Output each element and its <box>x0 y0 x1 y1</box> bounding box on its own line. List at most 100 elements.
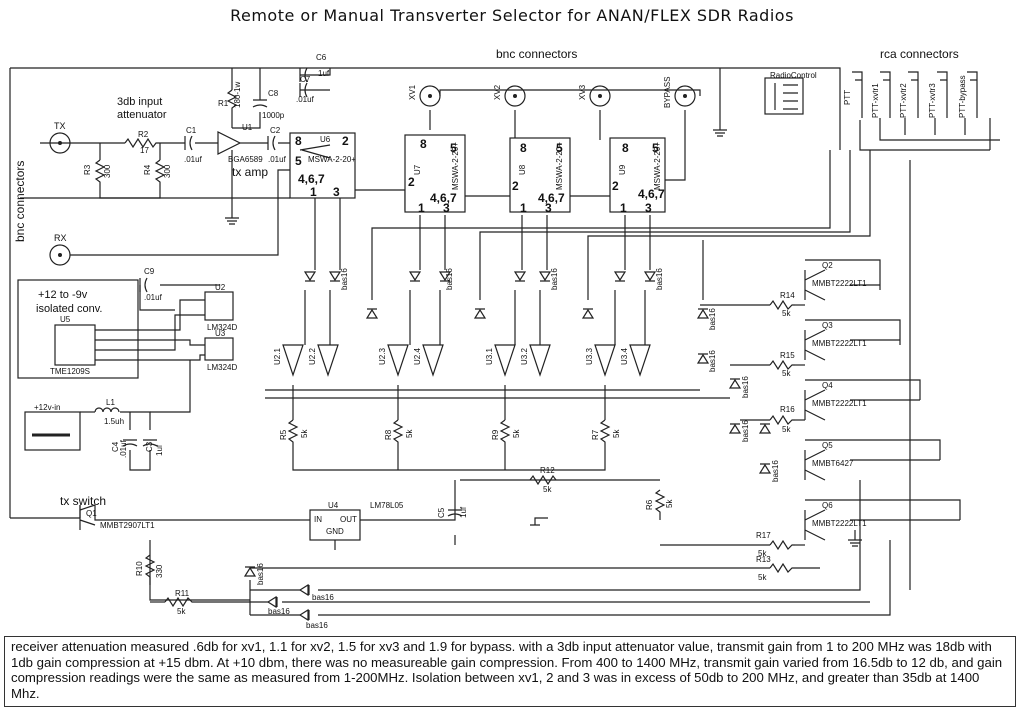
svg-text:TME1209S: TME1209S <box>50 367 90 376</box>
svg-text:3: 3 <box>333 185 340 199</box>
svg-text:5k: 5k <box>782 309 791 318</box>
opamp-supply-u3 <box>204 337 234 361</box>
svg-text:8: 8 <box>622 141 629 155</box>
svg-text:PTT-xvtr2: PTT-xvtr2 <box>899 83 908 118</box>
svg-text:MMBT2907LT1: MMBT2907LT1 <box>100 521 155 530</box>
svg-text:Q6: Q6 <box>822 501 833 510</box>
svg-text:R15: R15 <box>780 351 795 360</box>
svg-text:tx switch: tx switch <box>60 494 106 508</box>
page-title: Remote or Manual Transverter Selector fo… <box>230 6 794 25</box>
svg-text:MSWA-2-20+: MSWA-2-20+ <box>555 142 564 190</box>
svg-text:PTT-bypass: PTT-bypass <box>958 75 967 118</box>
svg-text:U9: U9 <box>618 164 627 175</box>
inductor-l1 <box>94 407 120 413</box>
svg-text:isolated conv.: isolated conv. <box>36 303 102 315</box>
svg-text:LM324D: LM324D <box>207 363 237 372</box>
svg-text:8: 8 <box>520 141 527 155</box>
bnc-xv1: XV1 <box>408 84 441 107</box>
schematic-diagram: TX RX XV1 XV2 XV3 BYPASS <box>9 47 1000 630</box>
relay-u8 <box>509 137 571 213</box>
svg-text:U2.3: U2.3 <box>378 348 387 365</box>
svg-text:BGA6589: BGA6589 <box>228 155 263 164</box>
svg-text:3: 3 <box>645 201 652 215</box>
svg-text:4,6,7: 4,6,7 <box>538 191 565 205</box>
svg-text:bnc connectors: bnc connectors <box>496 47 577 61</box>
svg-text:bas16: bas16 <box>306 621 328 630</box>
svg-text:XV2: XV2 <box>493 84 502 100</box>
svg-text:Q5: Q5 <box>822 441 833 450</box>
power-jack <box>24 411 81 451</box>
svg-text:C9: C9 <box>144 267 155 276</box>
svg-text:4,6,7: 4,6,7 <box>298 172 325 186</box>
svg-text:1000p: 1000p <box>262 111 285 120</box>
ground-icon <box>225 129 862 547</box>
svg-text:5k: 5k <box>512 429 521 438</box>
svg-text:C2: C2 <box>270 126 281 135</box>
relay-u6 <box>289 132 356 199</box>
opamp-supply-u2 <box>204 291 234 321</box>
svg-text:R2: R2 <box>138 130 149 139</box>
svg-text:bas16: bas16 <box>256 563 265 585</box>
svg-text:LM324D: LM324D <box>207 323 237 332</box>
svg-text:R3: R3 <box>83 164 92 175</box>
svg-text:C5: C5 <box>437 507 446 518</box>
svg-text:R5: R5 <box>279 429 288 440</box>
svg-text:R7: R7 <box>591 429 600 440</box>
svg-text:U2.1: U2.1 <box>273 348 282 365</box>
svg-text:1uf: 1uf <box>155 444 164 456</box>
svg-text:TX: TX <box>54 121 66 131</box>
relay-u9 <box>609 137 666 213</box>
amplifier-u1 <box>217 131 250 155</box>
svg-text:U2: U2 <box>215 283 226 292</box>
svg-text:1: 1 <box>520 201 527 215</box>
svg-text:5k: 5k <box>782 369 791 378</box>
svg-text:5k: 5k <box>665 499 674 508</box>
svg-text:R8: R8 <box>384 429 393 440</box>
svg-text:C1: C1 <box>186 126 197 135</box>
svg-text:R10: R10 <box>135 561 144 576</box>
relay-u7 <box>404 134 466 213</box>
svg-text:MSWA-2-20+: MSWA-2-20+ <box>308 155 356 164</box>
svg-text:BYPASS: BYPASS <box>663 77 672 108</box>
svg-text:GND: GND <box>326 527 344 536</box>
svg-text:MMBT2222LT1: MMBT2222LT1 <box>812 399 867 408</box>
svg-text:U4: U4 <box>328 501 339 510</box>
svg-text:R4: R4 <box>143 164 152 175</box>
converter-box <box>17 279 139 379</box>
svg-text:1: 1 <box>620 201 627 215</box>
svg-text:MMBT2222LT1: MMBT2222LT1 <box>812 339 867 348</box>
svg-text:R1: R1 <box>218 99 229 108</box>
svg-text:U3.2: U3.2 <box>520 348 529 365</box>
svg-text:PTT: PTT <box>843 90 852 105</box>
svg-text:330: 330 <box>155 564 164 578</box>
svg-text:.01uf: .01uf <box>296 95 315 104</box>
svg-text:3: 3 <box>545 201 552 215</box>
svg-text:R6: R6 <box>645 499 654 510</box>
svg-text:XV3: XV3 <box>578 84 587 100</box>
svg-text:bas16: bas16 <box>312 593 334 602</box>
svg-text:MSWA-2-20+: MSWA-2-20+ <box>653 142 662 190</box>
svg-text:1.5uh: 1.5uh <box>104 417 124 426</box>
svg-text:17: 17 <box>140 146 149 155</box>
svg-text:RX: RX <box>54 233 67 243</box>
svg-text:bas16: bas16 <box>445 268 454 290</box>
converter-u5 <box>54 324 96 366</box>
bnc-xv3: XV3 <box>578 84 611 107</box>
svg-text:L1: L1 <box>106 398 115 407</box>
svg-text:R13: R13 <box>756 555 771 564</box>
svg-text:2: 2 <box>512 179 519 193</box>
svg-text:1: 1 <box>418 201 425 215</box>
svg-text:300: 300 <box>163 164 172 178</box>
svg-text:Q3: Q3 <box>822 321 833 330</box>
svg-text:XV1: XV1 <box>408 84 417 100</box>
svg-text:bas16: bas16 <box>268 607 290 616</box>
svg-text:Q1: Q1 <box>86 509 97 518</box>
svg-text:C4: C4 <box>111 441 120 452</box>
svg-text:R9: R9 <box>491 429 500 440</box>
svg-text:.01uf: .01uf <box>119 439 128 458</box>
resistors <box>94 89 795 608</box>
svg-text:2: 2 <box>408 175 415 189</box>
svg-text:LM78L05: LM78L05 <box>370 501 404 510</box>
svg-text:bas16: bas16 <box>741 376 750 398</box>
